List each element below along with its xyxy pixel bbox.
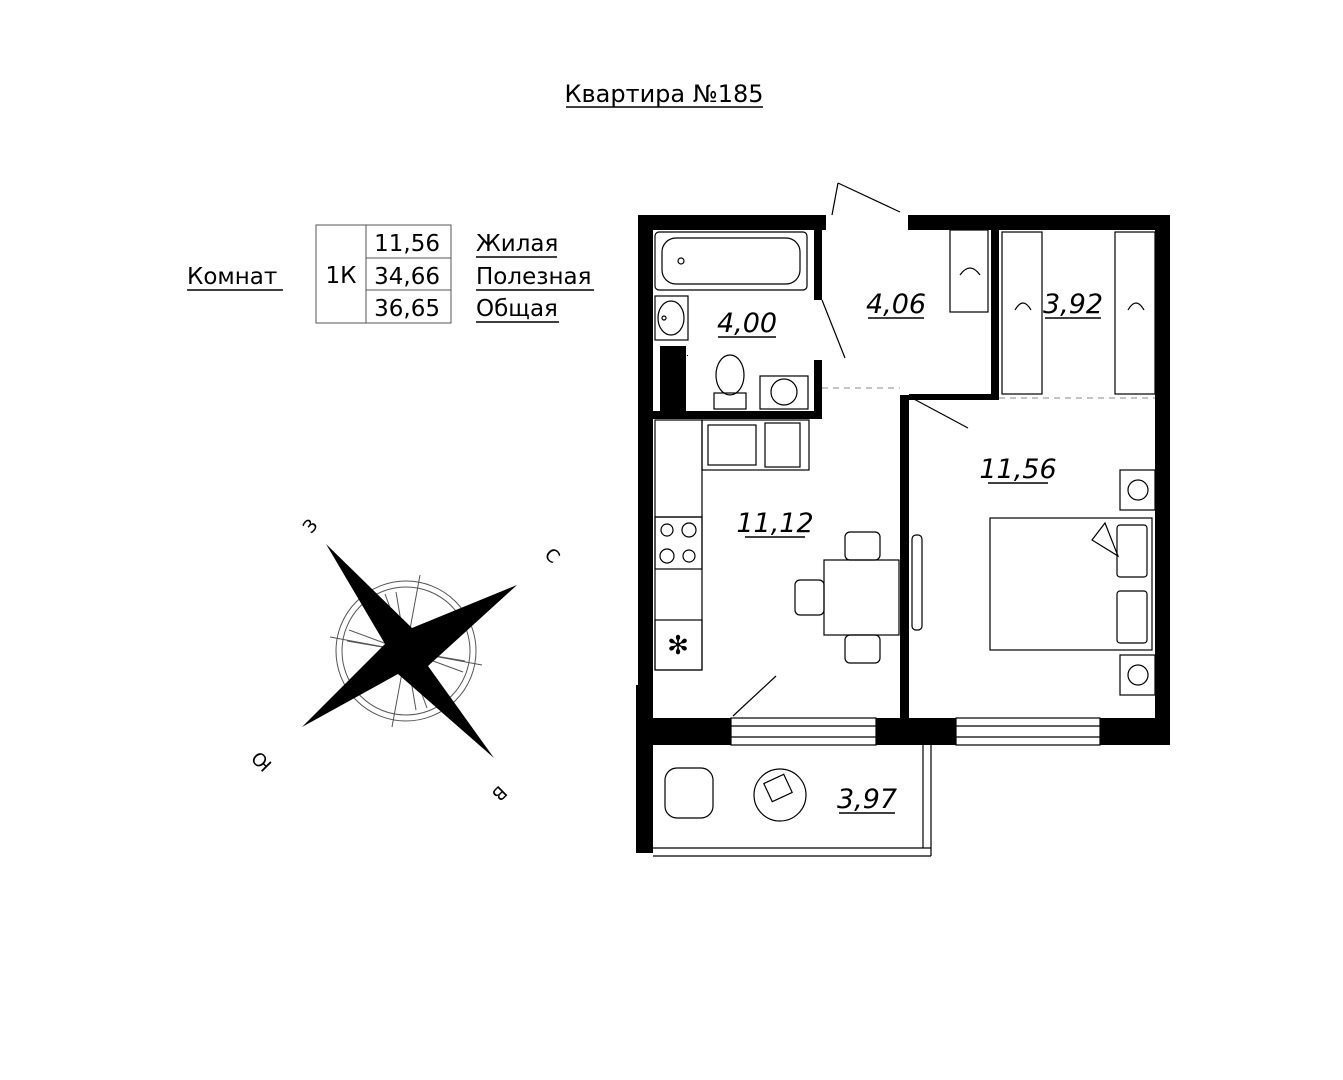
nightstand-bottom [1119,654,1156,696]
svg-text:✻: ✻ [667,631,689,661]
summary-table: Комнат 1К 11,56 34,66 36,65 Жилая Полезн… [187,224,594,324]
total-area-label: Общая [476,296,558,322]
living-area-label: Жилая [476,231,558,257]
rooms-label: Комнат [187,264,277,290]
bathroom-door [821,299,846,359]
washing-machine [759,375,809,410]
useful-area-value: 34,66 [374,264,440,290]
kitchen: ✻ 11,12 [654,419,900,717]
dining-table [823,559,900,636]
tv-stand [911,534,923,631]
nightstand-top [1119,469,1156,511]
kitchen-area: 11,12 [736,508,813,539]
total-area-value: 36,65 [374,296,440,322]
refrigerator [654,619,703,671]
bathroom: 4,00 [654,231,846,410]
bed [989,517,1153,651]
summary-box [315,224,452,324]
compass-star [302,544,517,758]
compass-east-label: В [487,781,511,805]
compass-south-label: Ю [248,747,277,776]
washbasin [654,295,689,341]
kitchen-sink [764,422,801,468]
balcony: 3,97 [653,745,932,857]
bedroom-area: 11,56 [979,454,1056,485]
hallway: 4,06 [822,182,989,429]
coffee-table [753,768,807,822]
stove [654,516,703,570]
hallway-area: 4,06 [866,289,926,320]
entrance-door[interactable] [837,182,901,213]
bedroom-door [911,397,969,429]
compass-north-label: С [540,544,564,568]
bathtub [654,231,808,291]
balcony-area: 3,97 [837,784,897,815]
living-area-value: 11,56 [374,231,440,257]
dishwasher [707,424,757,466]
balcony-door [732,675,777,717]
wardrobe: 3,92 [999,231,1156,399]
compass-west-label: З [299,515,323,537]
hallway-closet [949,229,989,313]
exterior-walls [636,215,1170,853]
useful-area-label: Полезная [476,264,591,290]
bathroom-area: 4,00 [717,308,777,339]
windows [730,717,1101,746]
armchair [664,767,714,819]
rooms-value: 1К [326,263,357,289]
wardrobe-area: 3,92 [1043,289,1103,320]
apartment-title: Квартира №185 [564,80,763,108]
compass-rose: З С Ю В [248,515,564,804]
bedroom: 11,56 [911,454,1156,696]
toilet [713,392,747,410]
